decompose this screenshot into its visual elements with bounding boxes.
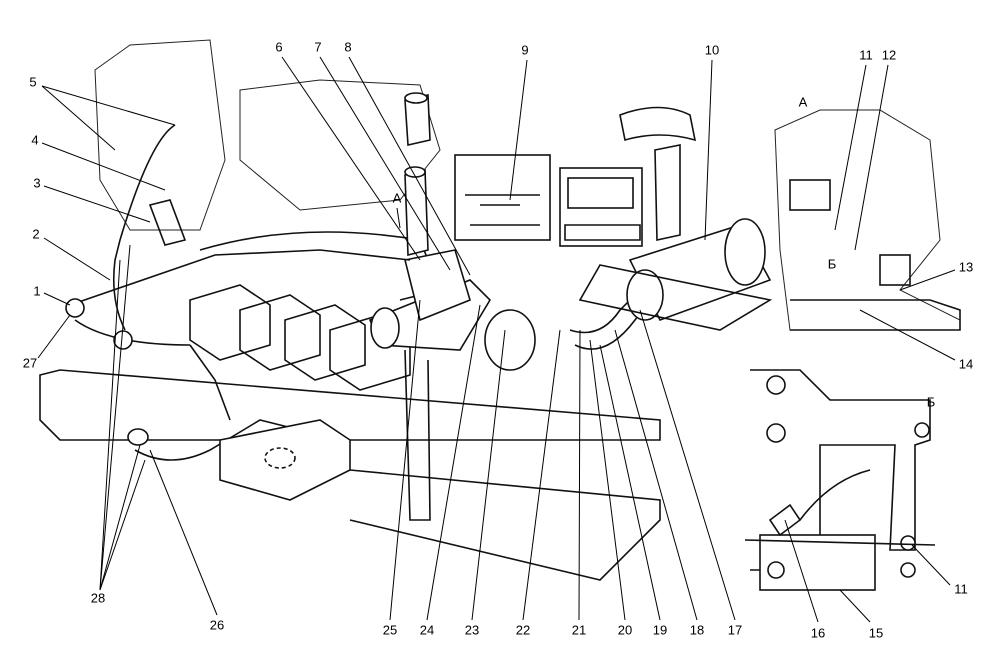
callout-25: 25 (382, 622, 398, 638)
callout-5: 5 (29, 74, 37, 90)
callout-19: 19 (652, 622, 668, 638)
callout-11: 11 (859, 47, 873, 63)
callout-24: 24 (419, 622, 435, 638)
view-a-title: А (798, 94, 808, 110)
callout-15: 15 (868, 625, 884, 641)
callout-28: 28 (90, 590, 106, 606)
callout-16: 16 (810, 625, 826, 641)
leader-lines (37, 56, 956, 623)
view-b-title: Б (926, 394, 936, 410)
callout-9: 9 (521, 42, 529, 58)
callout-22: 22 (515, 622, 531, 638)
callout-13: 13 (958, 259, 974, 275)
callout-12: 12 (881, 47, 897, 63)
callout-17: 17 (727, 622, 743, 638)
callout-11-inset: 11 (954, 581, 968, 597)
callout-7: 7 (314, 39, 322, 55)
view-a-marker: А (392, 190, 402, 206)
callout-27: 27 (22, 355, 38, 371)
callout-3: 3 (33, 175, 41, 191)
callout-2: 2 (32, 226, 40, 242)
view-b-marker: Б (827, 256, 837, 272)
callout-21: 21 (571, 622, 587, 638)
callout-1: 1 (33, 283, 41, 299)
callout-26: 26 (209, 617, 225, 633)
callout-20: 20 (617, 622, 633, 638)
callout-4: 4 (31, 132, 39, 148)
callout-23: 23 (464, 622, 480, 638)
callout-8: 8 (344, 39, 352, 55)
callout-6: 6 (275, 39, 283, 55)
callout-10: 10 (704, 42, 720, 58)
callout-14: 14 (958, 356, 974, 372)
callout-18: 18 (689, 622, 705, 638)
